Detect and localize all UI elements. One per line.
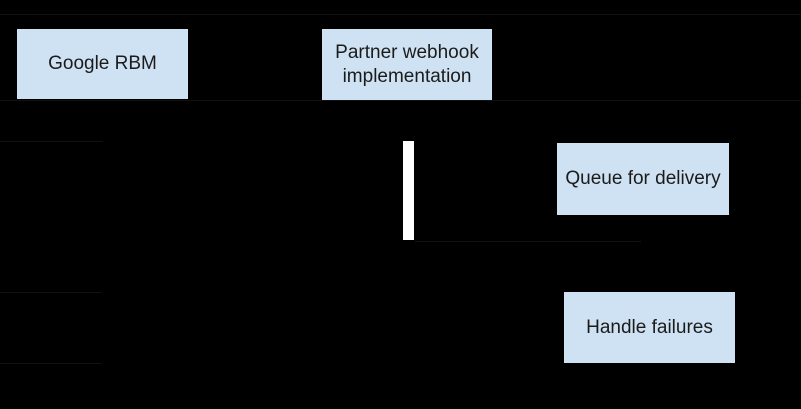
node-google-rbm: Google RBM (17, 29, 188, 99)
node-queue-for-delivery-label: Queue for delivery (565, 168, 721, 189)
node-handle-failures-label: Handle failures (586, 316, 713, 338)
node-partner-webhook-implementation: Partner webhook implementation (322, 29, 492, 100)
incoming-message-line-3 (0, 363, 102, 364)
incoming-message-line-2 (0, 292, 102, 293)
header-bottom-line (0, 100, 801, 101)
node-queue-for-delivery: Queue for delivery (557, 143, 729, 215)
node-google-rbm-label: Google RBM (48, 53, 157, 74)
activation-bar (403, 141, 414, 240)
node-partner-webhook-implementation-label: Partner webhook implementation (335, 41, 479, 87)
incoming-message-line-1 (0, 141, 103, 142)
return-message-line (415, 241, 641, 242)
frame-top-line (0, 14, 801, 15)
node-handle-failures: Handle failures (564, 292, 735, 363)
